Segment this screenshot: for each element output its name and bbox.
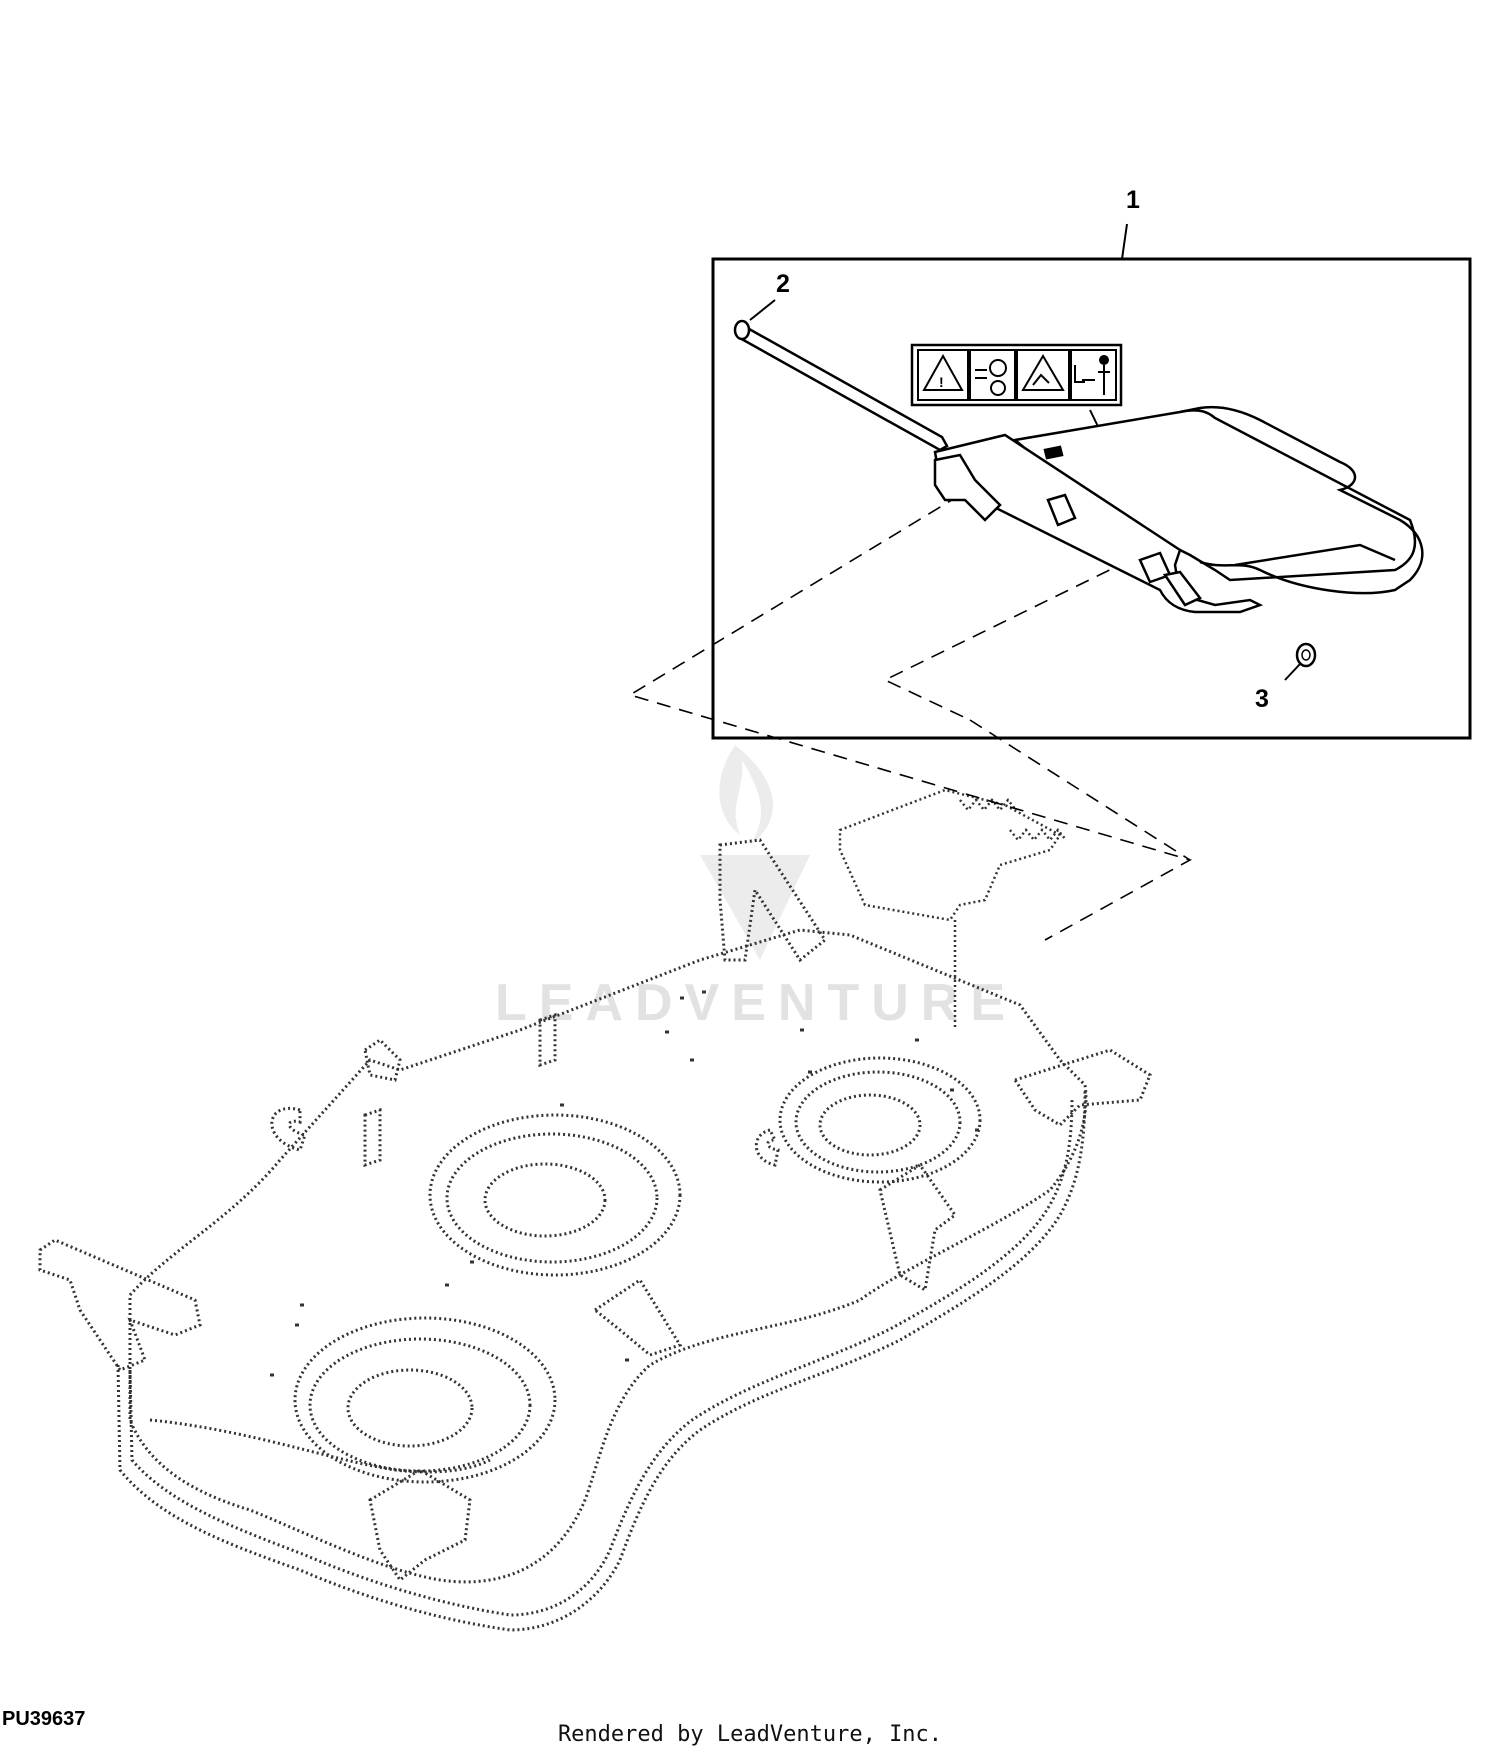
shield-rib: [1043, 445, 1064, 460]
callout-item-3: 3: [1255, 685, 1269, 713]
hook-left: [270, 1106, 307, 1152]
spindle-center-mid: [445, 1132, 659, 1264]
guide-line-right: [883, 559, 1131, 721]
top-hanger-left: [363, 1038, 402, 1082]
shield-left-lug: [933, 453, 1002, 522]
right-side-bracket: [1012, 1048, 1152, 1127]
nut-hole: [1301, 649, 1311, 661]
spindle-left-mid: [308, 1337, 532, 1473]
hook-right: [754, 1128, 780, 1167]
callout-item-1: 1: [1126, 186, 1140, 214]
watermark: LEADVENTURE: [495, 745, 1017, 1032]
exploded-view-lines: [628, 494, 1193, 941]
spindle-right-mid: [794, 1070, 962, 1174]
watermark-text: LEADVENTURE: [495, 974, 1017, 1032]
deck-holes: [270, 990, 979, 1377]
figure-id: PU39637: [2, 1708, 86, 1730]
warning-decal-icon: !: [917, 349, 1117, 401]
rod-end-cap: [733, 319, 751, 341]
deck-skirt-inner: [128, 1097, 1074, 1617]
left-gauge-bracket: [38, 1238, 202, 1372]
deck-skirt-outline: [116, 1089, 1087, 1632]
spindle-left-outer: [293, 1316, 557, 1484]
rear-bracket-center: [592, 1277, 683, 1357]
mount-plate: [838, 788, 1062, 922]
render-credit: Rendered by LeadVenture, Inc.: [557, 1722, 943, 1747]
detail-box-item-1: [711, 257, 1472, 740]
leader-item-1: [1121, 223, 1128, 260]
rod-item-2: [733, 319, 949, 452]
shield-rim-outer: [1179, 405, 1424, 595]
rear-bracket-right: [878, 1162, 958, 1293]
guide-line-right-lower: [969, 719, 1191, 861]
spindle-center-inner: [483, 1162, 607, 1238]
deflector-mount-phantom: [838, 788, 1067, 1030]
callout-item-2: 2: [776, 270, 790, 298]
spindle-center-outer: [428, 1113, 682, 1277]
mower-deck-phantom: [38, 838, 1152, 1632]
guide-line-left: [628, 494, 1193, 941]
rear-bracket-left: [368, 1468, 472, 1583]
safety-decal: !: [910, 343, 1123, 407]
top-hanger-mid: [538, 1012, 557, 1068]
deflector-shield: [933, 405, 1424, 614]
nut-item-3: [1295, 642, 1317, 668]
spindle-right-inner: [818, 1093, 922, 1157]
leader-item-2: [749, 299, 776, 321]
front-lift-arm-left: [718, 838, 827, 963]
top-slot-left: [363, 1107, 382, 1168]
shield-fold-line: [1234, 543, 1396, 567]
spindle-left-inner: [346, 1368, 474, 1448]
deck-front-lip: [149, 1418, 491, 1474]
deck-top-outline: [128, 928, 1088, 1584]
leader-item-3: [1284, 663, 1301, 681]
svg-text:!: !: [939, 374, 944, 390]
watermark-flame-logo: [700, 745, 810, 960]
shield-hinge-clip-1: [1046, 493, 1077, 527]
shield-lower-lug: [1162, 570, 1202, 607]
spindle-right-outer: [778, 1056, 982, 1184]
